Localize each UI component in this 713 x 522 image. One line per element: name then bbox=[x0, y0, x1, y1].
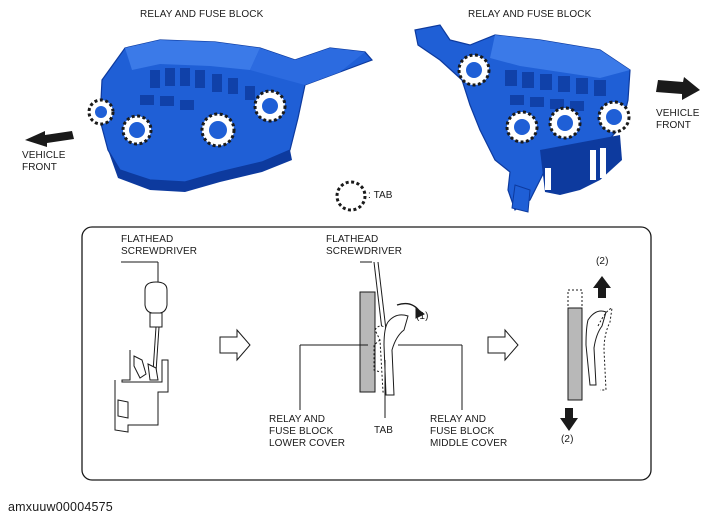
relay-fuse-block-left bbox=[87, 39, 374, 192]
step3-down-marker: (2) bbox=[561, 434, 574, 445]
tab-legend-icon bbox=[335, 180, 367, 212]
vehicle-front-arrow-right bbox=[656, 77, 700, 100]
left-vehicle-front-label: VEHICLE FRONT bbox=[22, 150, 66, 173]
procedure-frame bbox=[81, 226, 652, 481]
relay-fuse-block-right bbox=[414, 24, 631, 213]
tab-callout-label: TAB bbox=[374, 425, 394, 436]
step3-illustration bbox=[567, 289, 613, 401]
lower-cover-label: RELAY AND FUSE BLOCK LOWER COVER bbox=[269, 414, 346, 449]
step1-illustration bbox=[114, 261, 169, 433]
next-step-arrow-2 bbox=[487, 328, 519, 362]
middle-cover-label: RELAY AND FUSE BLOCK MIDDLE COVER bbox=[430, 414, 508, 449]
down-arrow-icon bbox=[560, 408, 578, 431]
step3-up-marker: (2) bbox=[596, 256, 609, 267]
tab-legend-label: : TAB bbox=[368, 190, 393, 201]
figure-code: amxuuw00004575 bbox=[8, 500, 113, 514]
right-vehicle-front-label: VEHICLE FRONT bbox=[656, 108, 700, 131]
step2-action-marker: (1) bbox=[416, 311, 429, 322]
step1-screwdriver-label: FLATHEAD SCREWDRIVER bbox=[121, 234, 198, 257]
right-block-title: RELAY AND FUSE BLOCK bbox=[468, 9, 592, 20]
vehicle-front-arrow-left bbox=[25, 131, 74, 147]
step2-screwdriver-label: FLATHEAD SCREWDRIVER bbox=[326, 234, 403, 257]
next-step-arrow-1 bbox=[219, 328, 251, 362]
up-arrow-icon bbox=[593, 276, 611, 298]
step2-illustration bbox=[299, 261, 463, 418]
left-block-title: RELAY AND FUSE BLOCK bbox=[140, 9, 264, 20]
